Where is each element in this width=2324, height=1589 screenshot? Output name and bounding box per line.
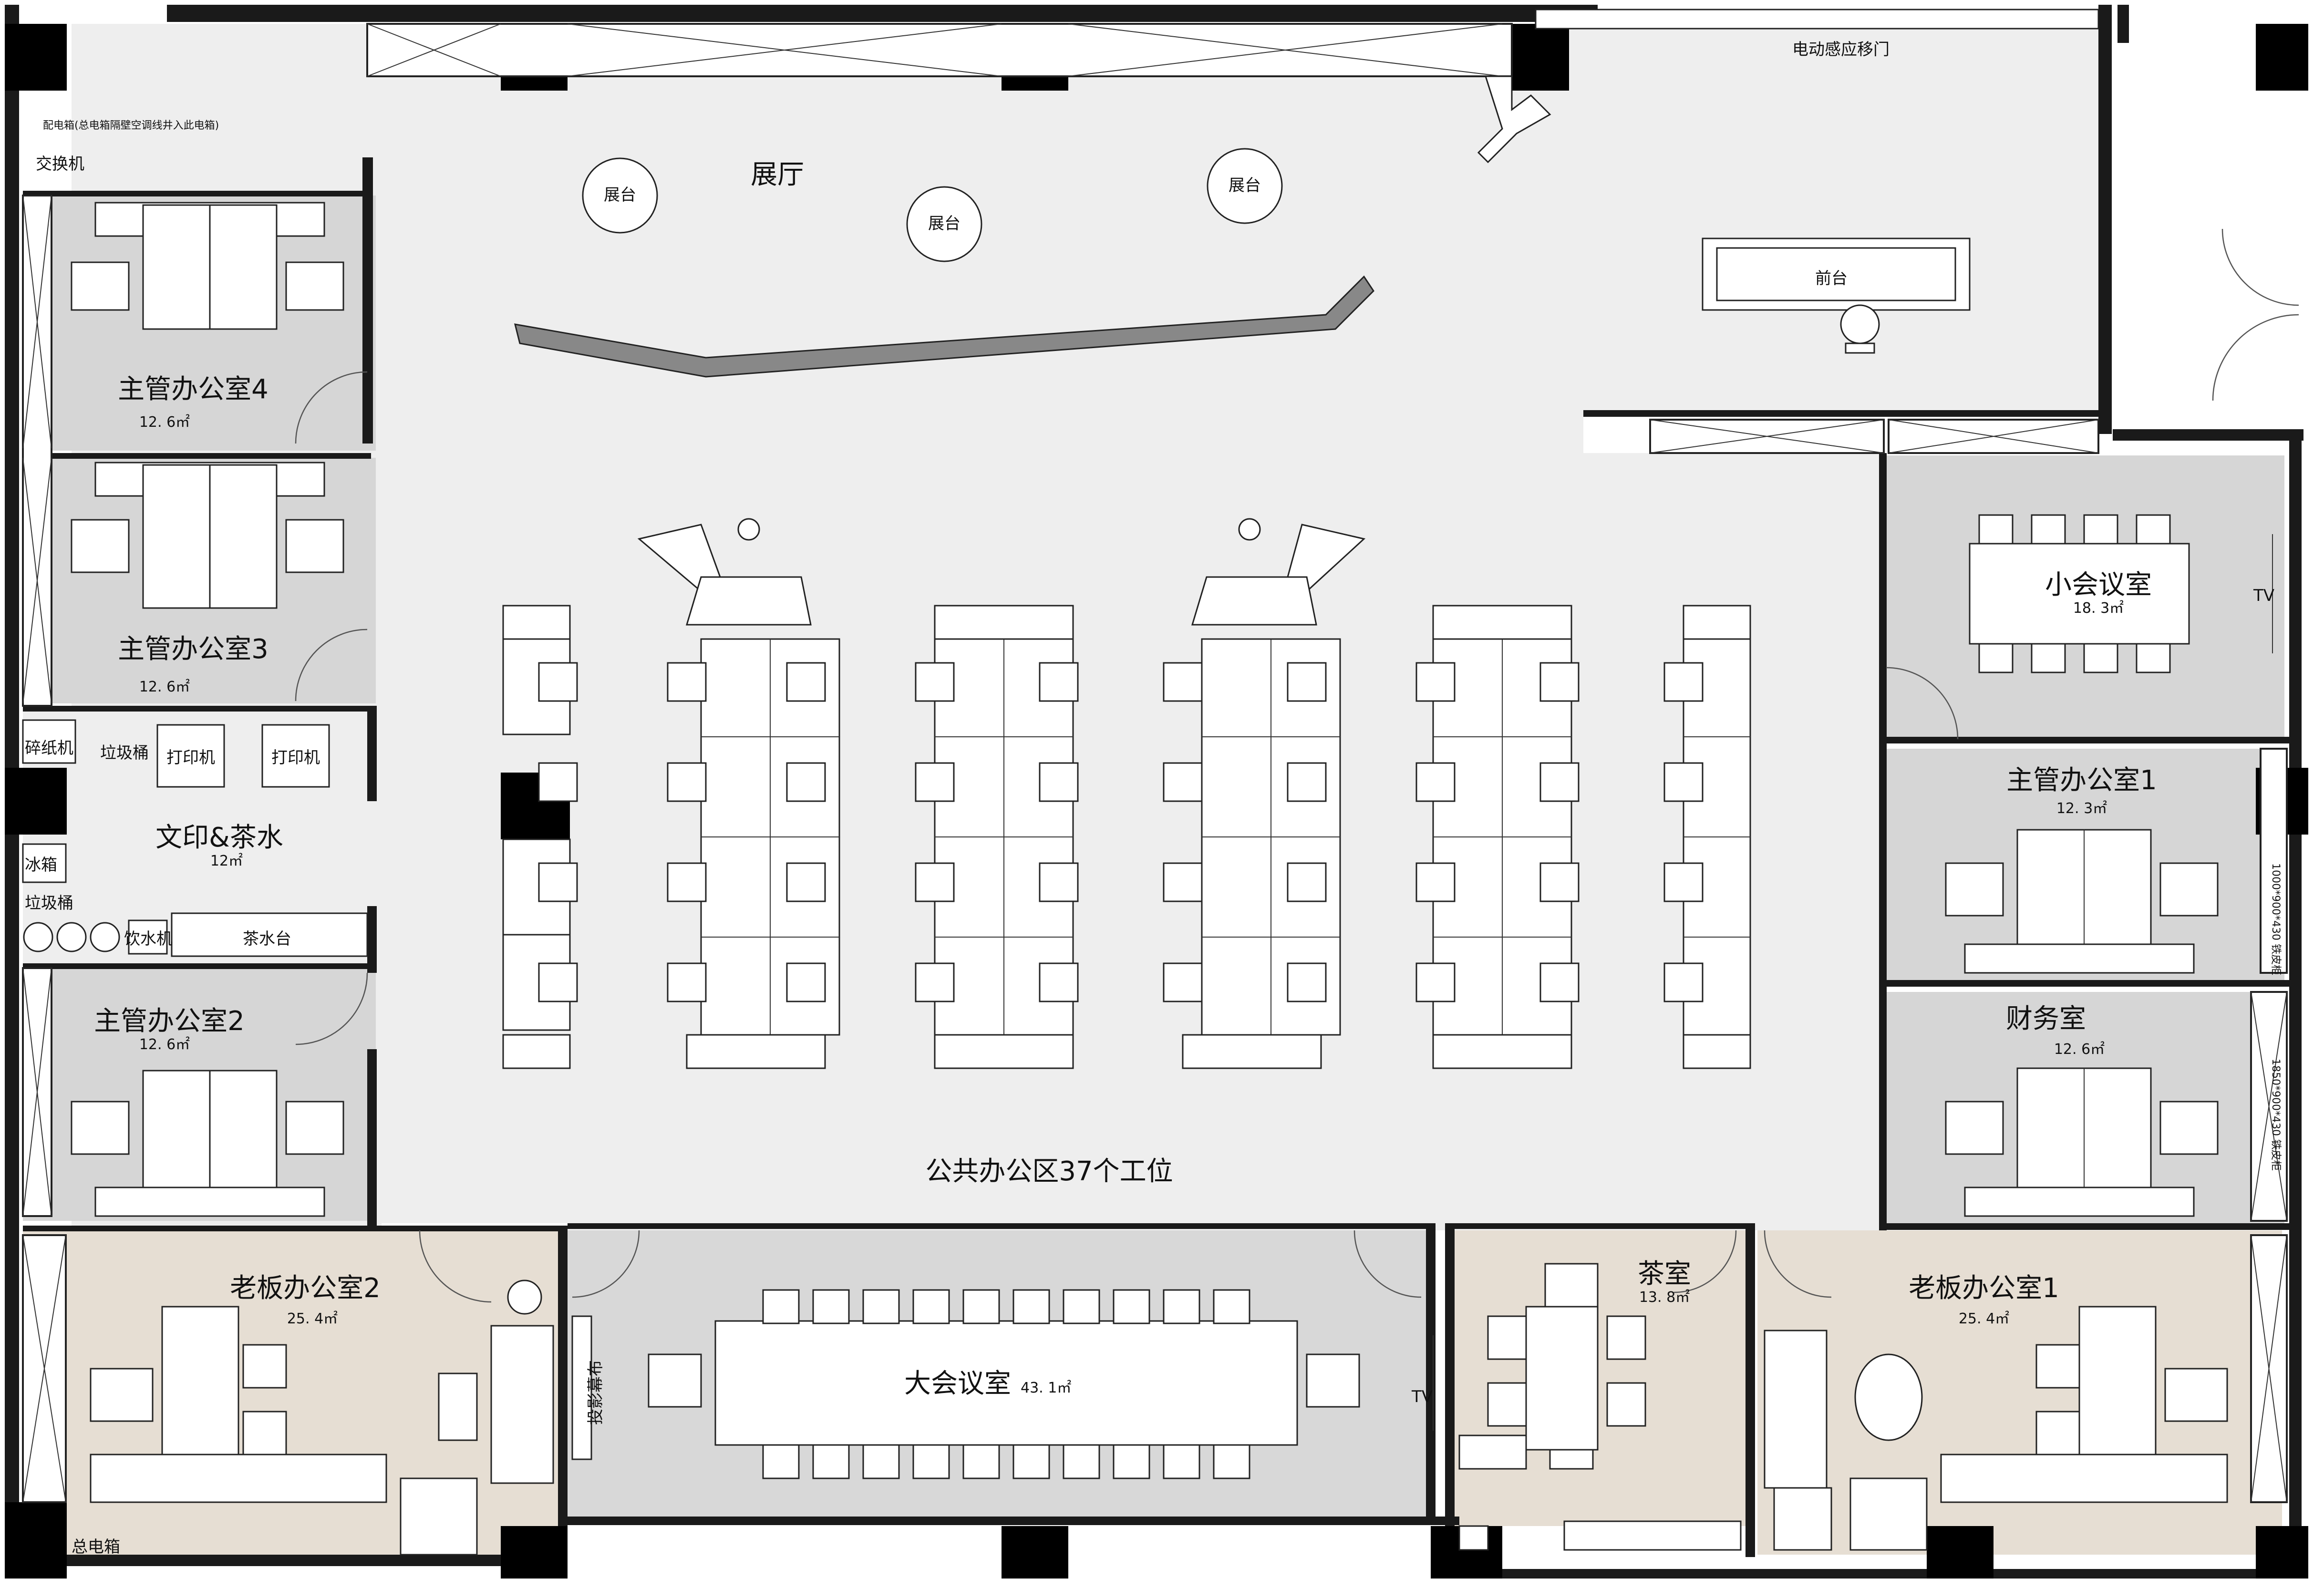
hall-label: 展厅 [751, 159, 804, 190]
big-meeting-label: 大会议室 [904, 1368, 1011, 1399]
trash-label-1: 垃圾桶 [100, 743, 149, 763]
projector-label: 投影幕布 [586, 1360, 605, 1425]
tea-counter-label: 茶水台 [243, 929, 291, 949]
printer-label-1: 打印机 [166, 748, 215, 767]
door-swings [295, 228, 2299, 1303]
water-label: 饮水机 [124, 929, 173, 949]
fridge-label: 冰箱 [25, 856, 57, 875]
manager1-area: 12. 3㎡ [2056, 800, 2107, 817]
tea-room-label: 茶室 [1638, 1259, 1691, 1290]
manager4-label: 主管办公室4 [118, 374, 269, 405]
display-label-1: 展台 [604, 186, 636, 205]
workstations [502, 518, 1751, 1069]
auto-door-label: 电动感应移门 [1792, 40, 1890, 59]
manager3-label: 主管办公室3 [118, 634, 269, 665]
labels: 展厅 展台 展台 展台 前台 电动感应移门 配电箱(总电箱隔壁空调线井入此电箱)… [25, 40, 2282, 1557]
public-area-label: 公共办公区37个工位 [925, 1156, 1173, 1187]
elec-room-label: 配电箱(总电箱隔壁空调线井入此电箱) [43, 120, 219, 132]
manager-office-furniture [22, 202, 2273, 1217]
print-tea-area: 12㎡ [210, 853, 243, 869]
cabinet-label-1: 1000*900*430 铁皮柜 [2270, 863, 2282, 975]
display-label-2: 展台 [928, 214, 961, 233]
hall-area [514, 9, 2099, 378]
manager2-label: 主管办公室2 [94, 1006, 245, 1037]
manager3-area: 12. 6㎡ [139, 679, 190, 695]
tv-label-small: TV [2253, 586, 2274, 605]
manager2-area: 12. 6㎡ [139, 1036, 190, 1053]
boss1-label: 老板办公室1 [1909, 1273, 2059, 1304]
boss2-label: 老板办公室2 [230, 1273, 381, 1304]
boss1-area: 25. 4㎡ [1959, 1310, 2009, 1327]
finance-area: 12. 6㎡ [2054, 1041, 2105, 1058]
glass-panels [22, 23, 2288, 1503]
trash-label-2: 垃圾桶 [25, 894, 73, 913]
big-meeting-furniture [571, 1289, 1434, 1479]
manager4-area: 12. 6㎡ [139, 414, 190, 431]
shredder-label: 碎纸机 [25, 739, 73, 758]
small-meeting-label: 小会议室 [2045, 569, 2152, 600]
display-label-3: 展台 [1229, 176, 1261, 195]
main-box-label: 总电箱 [72, 1537, 120, 1557]
tea-room-furniture [1458, 1263, 1742, 1551]
boss2-area: 25. 4㎡ [287, 1310, 338, 1327]
print-tea-label: 文印&茶水 [155, 822, 283, 853]
tv-label-big: TV [1411, 1387, 1433, 1406]
boss-office-furniture [90, 1279, 2228, 1556]
big-meeting-area: 43. 1㎡ [1021, 1380, 1071, 1396]
floor-fills [23, 24, 2284, 1555]
manager1-label: 主管办公室1 [2006, 765, 2157, 796]
tea-room-area: 13. 8㎡ [1639, 1289, 1690, 1306]
cabinet-label-2: 1850*900*430 铁皮柜 [2270, 1059, 2282, 1171]
switch-label: 交换机 [36, 155, 84, 174]
printer-label-2: 打印机 [271, 748, 320, 767]
small-meeting-area: 18. 3㎡ [2073, 600, 2124, 617]
finance-label: 财务室 [2006, 1003, 2086, 1034]
reception-label: 前台 [1815, 269, 1848, 288]
walls [5, 5, 2303, 1579]
